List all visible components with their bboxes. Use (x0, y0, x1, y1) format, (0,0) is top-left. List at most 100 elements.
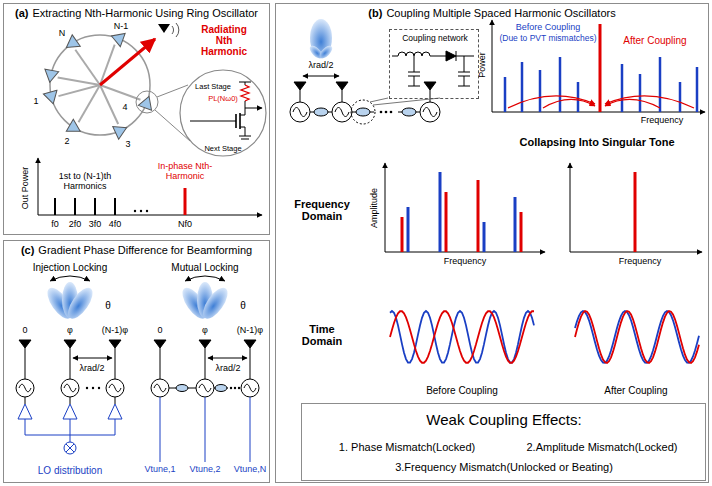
stage-number: N (59, 29, 66, 39)
ring-oscillator-part-part (109, 29, 125, 46)
ring-oscillator-part-part (138, 94, 155, 110)
stage-number: 4 (122, 103, 127, 113)
ring-oscillator-part-part (113, 121, 130, 139)
axis-label: Frequency (641, 116, 684, 126)
ring-oscillator-part (155, 110, 190, 141)
injection-locking-array-part-part (19, 340, 121, 348)
legend-note: After Coupling (623, 35, 686, 46)
weak-coupling-box: Weak Coupling Effects: 1. Phase Mismatch(… (301, 403, 706, 481)
harmonic-spectrum-part-part (140, 210, 142, 212)
frequency-domain-plots-part-part (520, 212, 523, 252)
harmonic-spectrum-part-part (54, 198, 56, 215)
panel-tag: (c) (21, 244, 34, 256)
oscillator-array-part (336, 82, 348, 90)
antenna-beam-part (317, 44, 334, 61)
node-text: Weak Coupling Effects: (426, 412, 581, 429)
oscillator-array-part-part (385, 111, 388, 114)
last-stage-schematic-part (241, 85, 249, 101)
panel: (b)Coupling Multiple Spaced Harmonic Osc… (275, 3, 709, 483)
oscillator-array-part (314, 108, 328, 116)
panel-title: Gradient Phase Difference for Beamformin… (38, 244, 252, 256)
harmonic-spectrum-part-part (146, 210, 148, 212)
panel-header: (c) Gradient Phase Difference for Beamfor… (4, 244, 269, 256)
harmonic-spectrum (38, 158, 262, 215)
tick-label: 2f0 (69, 220, 82, 230)
axis-label: Power (478, 52, 488, 78)
frequency-domain-plots-part-part (407, 207, 410, 252)
row-heading: Time Domain (292, 323, 352, 347)
mutual-locking-array-part-part (154, 384, 256, 392)
ring-oscillator-part (158, 24, 170, 33)
phase-label: φ (202, 326, 208, 336)
coupling-circuit-part (456, 56, 474, 57)
tune-label: Vtune,2 (189, 465, 220, 475)
mutual-locking-array-part (151, 340, 259, 462)
panel-header: (b)Coupling Multiple Spaced Harmonic Osc… (276, 7, 708, 19)
panel-header: (a)Extracting Nth-Harmonic Using Ring Os… (4, 7, 269, 19)
power-spectrum-part-part (521, 62, 524, 112)
oscillator-array-part (402, 108, 416, 116)
power-spectrum-part-part (504, 77, 507, 112)
legend-note: Before Coupling (516, 23, 581, 33)
power-spectrum-part-part (577, 82, 580, 112)
oscillator-array-part (370, 98, 388, 102)
mutual-locking-array-part-part (160, 397, 250, 462)
injection-locking-array-part (43, 282, 97, 323)
mutual-locking-array (151, 276, 259, 462)
tick-label: 3f0 (89, 220, 102, 230)
frequency-domain-plots-part-part (439, 172, 442, 252)
phase-label: (N-1)φ (237, 326, 263, 336)
mutual-locking-array-part (178, 282, 232, 323)
oscillator-array-part (380, 111, 393, 114)
last-stage-schematic-part (241, 139, 249, 140)
ring-oscillator-part-part (43, 69, 59, 83)
sub-heading: Mutual Locking (171, 262, 238, 273)
oscillator-array-part (356, 108, 370, 116)
harmonic-spectrum-part-part (74, 198, 76, 215)
node-text: 2.Amplitude Mismatch(Locked) (526, 441, 677, 453)
panel-title: Extracting Nth-Harmonic Using Ring Oscil… (32, 7, 258, 19)
frequency-domain-plots-part (402, 172, 521, 252)
harmonic-spectrum-part (134, 210, 148, 212)
ring-oscillator-part (66, 82, 105, 137)
mutual-locking-array-part-part (215, 385, 227, 392)
tick-label: f0 (51, 220, 59, 230)
ring-oscillator-part-part (58, 78, 100, 85)
last-stage-schematic-part (190, 121, 236, 122)
ring-oscillator-part-part (79, 85, 101, 122)
oscillator-array-part (430, 90, 431, 102)
oscillator-array-part (303, 76, 339, 77)
power-spectrum-part-part (543, 99, 595, 108)
harmonic-note: In-phase Nth-Harmonic (152, 162, 218, 182)
injection-locking-array-part (16, 340, 124, 454)
power-spectrum-part-part (639, 74, 642, 112)
tick-label: Nf0 (178, 220, 192, 230)
power-spectrum-part-part (605, 96, 694, 108)
injection-locking-array-part-part (92, 387, 94, 389)
angle-label: θ (105, 300, 111, 311)
inset-circle: Last StagePL(Nω0)Next Stage (179, 69, 267, 157)
injection-locking-array-part-part (25, 419, 115, 442)
frequency-domain-plots-part (570, 163, 571, 252)
axis-label: Frequency (444, 257, 487, 267)
node-text: 1. Phase Mismatch(Locked) (339, 441, 475, 453)
mutual-locking-array-part-part (238, 387, 240, 389)
mutual-locking-array-part-part (176, 385, 188, 392)
time-domain-waves-part (390, 311, 534, 362)
stage-number: 3 (125, 140, 130, 150)
ring-oscillator-part-part (66, 119, 83, 137)
mutual-locking-array-part-part (230, 387, 232, 389)
node-text: Coupling network (402, 34, 468, 43)
tick-label: 4f0 (109, 220, 122, 230)
harmonic-spectrum-part (55, 198, 115, 215)
mutual-locking-array-part-part (208, 358, 247, 359)
power-spectrum-part (508, 96, 694, 108)
power-spectrum-part-part (605, 99, 660, 108)
axis-label: Amplitude (370, 188, 380, 228)
oscillator-array-part (294, 82, 306, 90)
injection-locking-array-part-part (86, 387, 88, 389)
mutual-locking-array-part-part (234, 387, 236, 389)
harmonic-spectrum-part-part (94, 198, 96, 215)
antenna-beam (308, 19, 335, 61)
time-domain-waves-part (575, 311, 699, 363)
